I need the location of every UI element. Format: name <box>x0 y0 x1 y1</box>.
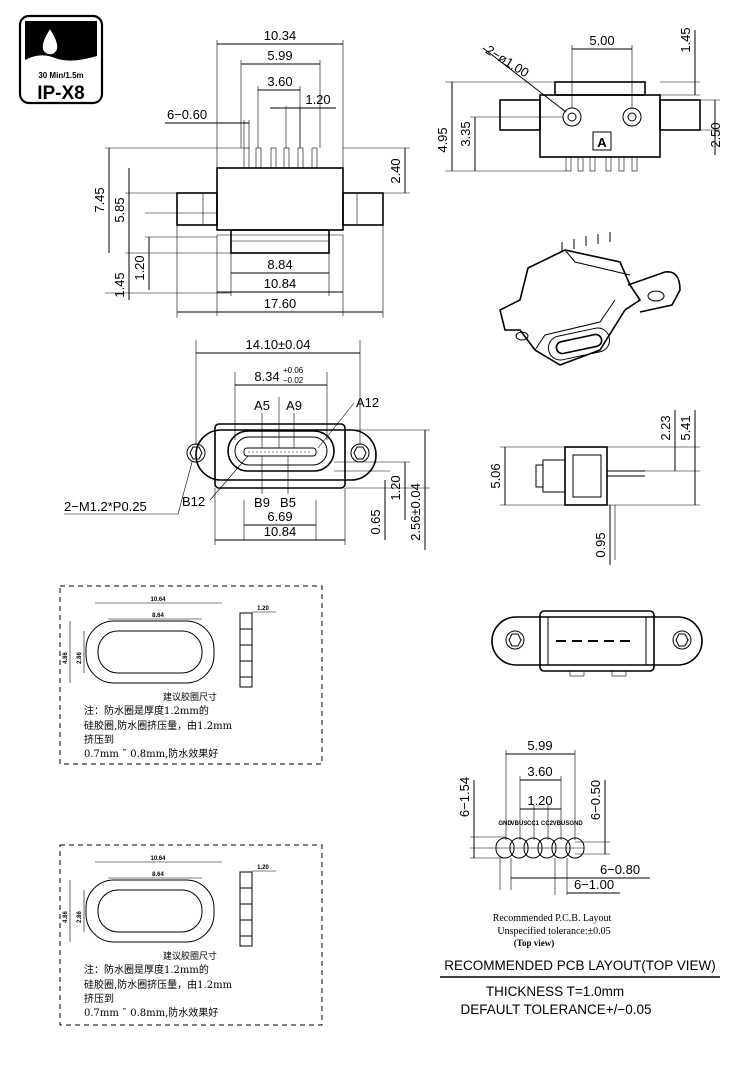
pin-label-b9: B9 <box>254 495 270 510</box>
dim-3-60: 3.60 <box>267 74 292 89</box>
dim-5-00: 5.00 <box>589 33 614 48</box>
pcb-dim-1-54: 6−1.54 <box>457 777 472 817</box>
dim-8-34-tol-down: −0.02 <box>283 376 304 385</box>
dim-0-65: 0.65 <box>368 509 383 534</box>
plug-face-view: 14.10±0.04 8.34 +0.06 −0.02 A5 A9 A12 B1… <box>64 337 430 550</box>
dim-4-95: 4.95 <box>435 127 450 152</box>
dim-1-20-left: 1.20 <box>132 255 147 280</box>
pcb-caption-3: (Top view) <box>514 938 554 948</box>
gasket1-w-inner: 8.64 <box>152 613 164 619</box>
gasket1-note4: 0.7mm ˜ 0.8mm,防水效果好 <box>84 747 218 760</box>
pcb-dim-3-60: 3.60 <box>527 764 552 779</box>
pcb-caption-2: Unspecified tolerance:±0.05 <box>497 926 610 937</box>
pcb-pin-vbus-1: VBUS <box>511 821 528 827</box>
profile-view: 5.06 2.23 5.41 0.95 <box>488 410 700 565</box>
gasket1-thickness: 1.20 <box>257 606 269 612</box>
dim-7-45: 7.45 <box>92 187 107 212</box>
badge-code: IP-X8 <box>37 83 85 104</box>
pin-label-a12: A12 <box>356 395 379 410</box>
pcb-pin-cc1: CC1 <box>527 821 540 827</box>
dim-17-60: 17.60 <box>264 296 297 311</box>
dim-10-84-front: 10.84 <box>264 276 297 291</box>
pcb-pin-gnd-1: GND <box>498 821 512 827</box>
bottom-face-view <box>491 610 703 677</box>
gasket2-h-outer: 4.86 <box>63 911 69 923</box>
pcb-pin-cc2: CC2 <box>541 821 554 827</box>
dim-8-34-tol-up: +0.06 <box>283 366 304 375</box>
side-view: A 5.00 2−ø1.00 1.45 4.95 3.35 2.50 <box>435 27 723 172</box>
gasket1-h-inner: 2.86 <box>77 652 83 664</box>
gasket2-note2: 硅胶圈,防水圈挤压量，由1.2mm <box>84 978 233 991</box>
pin-label-a5: A5 <box>254 398 270 413</box>
dim-hole: 2−ø1.00 <box>483 42 532 80</box>
dim-1-20-face: 1.20 <box>388 475 403 500</box>
pcb-pin-gnd-2: GND <box>569 821 583 827</box>
dim-1-20-top: 1.20 <box>305 92 330 107</box>
ipx8-badge: 30 Min/1.5m IP-X8 <box>18 14 104 105</box>
front-view: 10.34 5.99 3.60 1.20 6−0.60 7.45 5.85 1.… <box>92 28 410 318</box>
gasket2-note4: 0.7mm ˜ 0.8mm,防水效果好 <box>84 1006 218 1019</box>
pcb-layout: 5.99 3.60 1.20 6−1.54 6−0.50 GND VBUS CC… <box>440 738 720 1017</box>
dim-5-06: 5.06 <box>488 463 503 488</box>
pcb-tolerance: DEFAULT TOLERANCE+/−0.05 <box>460 1002 651 1017</box>
dim-5-41: 5.41 <box>678 415 693 440</box>
dim-8-34: 8.34 <box>254 369 279 384</box>
dim-2-23: 2.23 <box>658 415 673 440</box>
dim-10-34: 10.34 <box>264 28 297 43</box>
gasket1-title: 建议胶圈尺寸 <box>163 691 217 703</box>
gasket-block-1: 10.64 8.64 4.86 2.86 1.20 建议胶圈尺寸 注：防水圈是厚… <box>59 585 323 765</box>
gasket2-h-inner: 2.86 <box>77 911 83 923</box>
isometric-view <box>499 232 681 366</box>
gasket2-thickness: 1.20 <box>257 865 269 871</box>
dim-10-84-face: 10.84 <box>264 524 297 539</box>
pcb-heading: RECOMMENDED PCB LAYOUT(TOP VIEW) <box>444 958 716 973</box>
pin-label-a9: A9 <box>286 398 302 413</box>
pin-label-b5: B5 <box>280 495 296 510</box>
gasket1-note3: 挤压到 <box>84 733 114 746</box>
dim-pin-width: 6−0.60 <box>167 107 207 122</box>
dim-14-10: 14.10±0.04 <box>246 337 311 352</box>
gasket2-w-outer: 10.64 <box>150 856 166 862</box>
pcb-dim-1-20: 1.20 <box>527 793 552 808</box>
gasket1-note2: 硅胶圈,防水圈挤压量，由1.2mm <box>84 719 233 732</box>
dim-2-56: 2.56±0.04 <box>408 483 423 541</box>
pcb-pin-vbus-2: VBUS <box>553 821 570 827</box>
water-drop-icon <box>41 26 59 56</box>
dim-2-40: 2.40 <box>388 158 403 183</box>
screw-spec: 2−M1.2*P0.25 <box>64 499 147 514</box>
gasket1-note1: 注：防水圈是厚度1.2mm的 <box>84 704 209 717</box>
pcb-dim-0-50: 6−0.50 <box>588 780 603 820</box>
dim-6-69: 6.69 <box>267 509 292 524</box>
dim-5-99: 5.99 <box>267 48 292 63</box>
gasket1-h-outer: 4.86 <box>63 652 69 664</box>
dim-5-85: 5.85 <box>112 197 127 222</box>
pcb-caption-1: Recommended P.C.B. Layout <box>493 913 612 924</box>
gasket2-w-inner: 8.64 <box>152 872 164 878</box>
dim-3-35: 3.35 <box>458 121 473 146</box>
dim-1-45-side: 1.45 <box>678 27 693 52</box>
pcb-thickness: THICKNESS T=1.0mm <box>486 984 624 999</box>
side-mark: A <box>597 135 607 150</box>
dim-0-95: 0.95 <box>593 532 608 557</box>
dim-8-84: 8.84 <box>267 257 292 272</box>
pcb-dim-5-99: 5.99 <box>527 738 552 753</box>
gasket2-note1: 注：防水圈是厚度1.2mm的 <box>84 963 209 976</box>
gasket2-note3: 挤压到 <box>84 992 114 1005</box>
dim-2-50: 2.50 <box>708 122 723 147</box>
pcb-dim-1-00: 6−1.00 <box>574 877 614 892</box>
pcb-dim-0-80: 6−0.80 <box>600 862 640 877</box>
dim-1-45-left: 1.45 <box>112 272 127 297</box>
gasket1-w-outer: 10.64 <box>150 597 166 603</box>
pin-label-b12: B12 <box>182 494 205 509</box>
badge-rating-text: 30 Min/1.5m <box>38 71 83 80</box>
gasket-block-2: 10.64 8.64 4.86 2.86 1.20 建议胶圈尺寸 注：防水圈是厚… <box>59 844 323 1026</box>
gasket2-title: 建议胶圈尺寸 <box>163 950 217 962</box>
